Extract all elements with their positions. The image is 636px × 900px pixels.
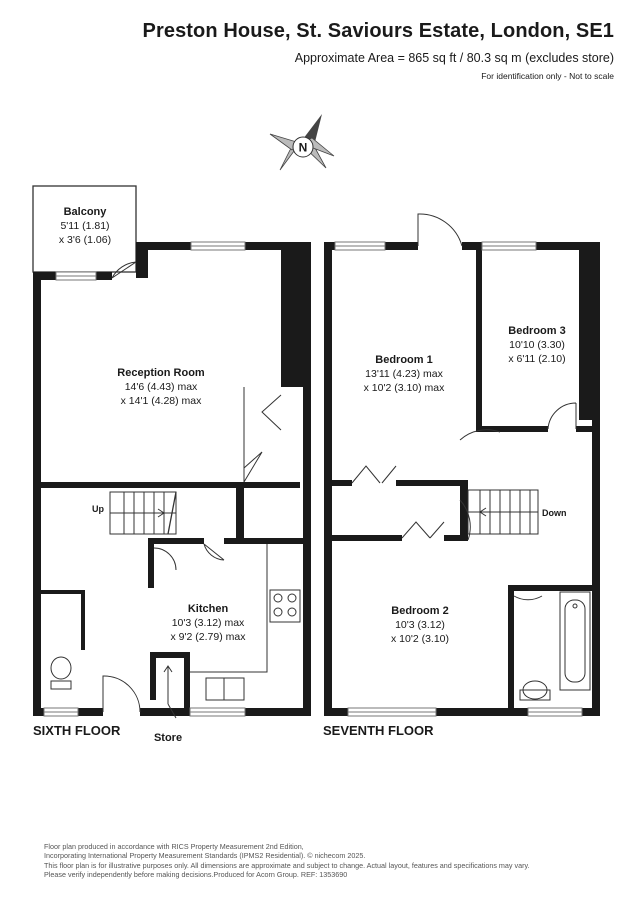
footer-line: Please verify independently before makin… [44,869,348,879]
kitchen-fittings [190,544,301,701]
balcony-dim2: x 3'6 (1.06) [59,234,111,246]
bedroom3-name: Bedroom 3 [508,325,565,337]
seventh-floor-windows [334,241,583,717]
seventh-floor-plan [324,213,600,717]
bedroom2-name: Bedroom 2 [391,605,448,617]
wc-icon [50,656,72,690]
sixth-floor-windows [43,241,246,717]
footer-disclaimer: Floor plan produced in accordance with R… [44,842,530,879]
room-labels: Balcony 5'11 (1.81) x 3'6 (1.06) Recepti… [33,206,567,744]
footer-line: This floor plan is for illustrative purp… [44,860,530,870]
kitchen-dim2: x 9'2 (2.79) max [171,631,247,643]
balcony-name: Balcony [64,206,108,218]
stairs-up-label: Up [92,504,104,514]
kitchen-dim1: 10'3 (3.12) max [172,617,245,629]
store-label: Store [154,732,182,744]
sixth-floor-plan [32,185,311,719]
compass-icon: N [269,114,335,171]
bedroom1-dim2: x 10'2 (3.10) max [364,382,446,394]
store-arrow-icon [163,665,177,719]
seventh-floor-label: SEVENTH FLOOR [323,723,434,738]
kitchen-name: Kitchen [188,603,229,615]
bedroom3-dim1: 10'10 (3.30) [509,339,565,351]
approximate-area: Approximate Area = 865 sq ft / 80.3 sq m… [294,51,614,65]
stairs-down-label: Down [542,508,567,518]
footer-line: Incorporating International Property Mea… [44,851,366,861]
bedroom2-dim1: 10'3 (3.12) [395,619,445,631]
bedroom2-dim2: x 10'2 (3.10) [391,633,449,645]
compass-north-label: N [299,141,308,155]
bedroom1-dim1: 13'11 (4.23) max [365,368,443,380]
footer-line: Floor plan produced in accordance with R… [44,842,304,851]
entrance-door [102,675,141,713]
bedroom1-name: Bedroom 1 [375,354,432,366]
reception-name: Reception Room [117,367,205,379]
sixth-floor-walls [33,242,311,716]
sixth-floor-label: SIXTH FLOOR [33,723,121,738]
stairs-down [467,489,539,535]
bathroom-fittings [519,591,591,701]
balcony-outline [32,185,137,273]
property-title: Preston House, St. Saviours Estate, Lond… [142,20,614,42]
seventh-floor-walls [324,242,600,716]
stairs-up [109,491,177,535]
reception-dim2: x 14'1 (4.28) max [121,395,203,407]
balcony-door [111,261,137,279]
cupboard-doors [243,394,282,483]
identification-note: For identification only - Not to scale [481,71,614,81]
balcony-dim1: 5'11 (1.81) [60,220,109,232]
bedroom3-dim2: x 6'11 (2.10) [508,353,565,365]
reception-dim1: 14'6 (4.43) max [125,381,198,393]
